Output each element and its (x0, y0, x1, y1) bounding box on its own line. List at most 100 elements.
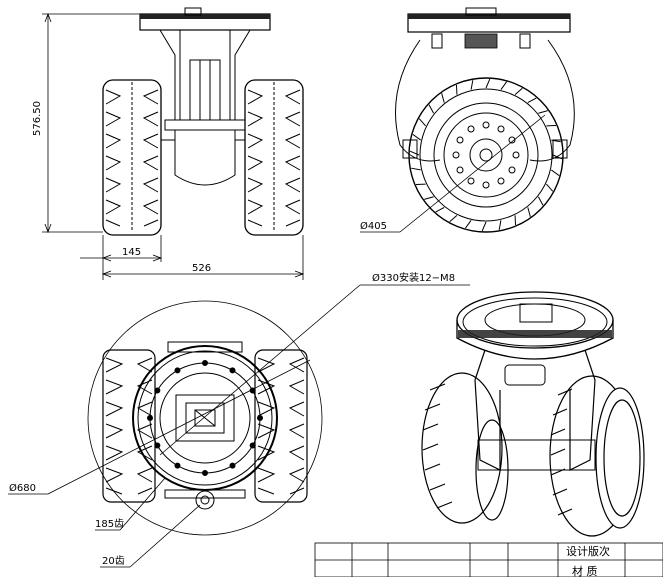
tread-lug (409, 150, 420, 156)
tread-lug (435, 206, 445, 213)
tread-lug (441, 93, 445, 103)
mount-bolt (257, 415, 263, 421)
iso-slewing-ring (456, 291, 614, 349)
top-frame-bar (167, 341, 243, 353)
mount-circle-label: Ø330安装12−M8 (372, 271, 455, 284)
side-hub-bolts (452, 121, 520, 189)
title-material: 材 质 (572, 564, 598, 577)
iso-motor (504, 364, 546, 386)
isometric-view (421, 291, 645, 537)
motor-block (189, 59, 221, 121)
side-hub-center (469, 138, 503, 172)
mount-bolt (229, 367, 236, 374)
yoke-center (179, 29, 231, 121)
bottom-frame-bar (164, 489, 246, 499)
hub-bolt (482, 121, 490, 129)
tread-lug (545, 183, 554, 192)
tire-width-label: 145 (122, 247, 141, 258)
tread-lug (485, 78, 491, 89)
hub-bolt (467, 177, 475, 185)
tread-lug (551, 169, 560, 176)
yoke (159, 29, 251, 120)
mount-bolt (202, 360, 208, 366)
tread-lug (428, 104, 435, 114)
tread-lug (538, 110, 548, 114)
hub-bolt (497, 125, 505, 133)
top-right-tire (254, 349, 308, 503)
side-tire-inner (419, 88, 553, 222)
iso-left-tire (421, 372, 509, 524)
hub-bolt (497, 177, 505, 185)
side-hub-flange (443, 112, 529, 198)
right-tire (244, 79, 304, 236)
hub-bolt (452, 151, 460, 159)
tread-lug (411, 167, 421, 171)
top-hub (184, 7, 202, 16)
gearbox-housing (174, 130, 236, 186)
tread-lug (527, 207, 531, 217)
wheel-diameter-label: Ø405 (360, 220, 387, 232)
tread-lug (481, 221, 487, 232)
mount-bolt (249, 442, 256, 449)
hub-bolt (456, 166, 464, 174)
mount-bolts (147, 360, 263, 476)
slewing-ring-teeth (140, 14, 270, 19)
mount-bolt (174, 367, 181, 374)
center-plate-inner (185, 402, 225, 434)
left-tire (102, 79, 162, 236)
center-plate (175, 394, 235, 442)
top-view (87, 300, 323, 536)
tread-lug (418, 118, 427, 127)
iso-axle (477, 439, 596, 471)
title-design-version: 设计版次 (566, 544, 610, 558)
tread-lug (498, 220, 502, 230)
outer-diameter-label: Ø680 (9, 482, 36, 494)
hub-bolt (456, 136, 464, 144)
tread-lug (470, 80, 474, 90)
side-tire-treads (409, 78, 563, 232)
gear-large-leader (95, 477, 166, 531)
hub-bolt (467, 125, 475, 133)
outer-envelope-circle (87, 300, 323, 536)
mount-bolt (202, 470, 208, 476)
side-view (395, 7, 575, 233)
wheel-diameter-leader (360, 114, 546, 233)
side-rim (433, 102, 539, 208)
pinion-gear (195, 490, 215, 510)
gear-small-label: 20齿 (102, 555, 125, 567)
tread-lug (465, 220, 472, 229)
tread-lug (424, 196, 434, 200)
tread-lug (552, 154, 563, 160)
side-tire-outer (408, 77, 564, 233)
outer-diameter-leader (8, 359, 311, 495)
tread-lug (551, 139, 561, 143)
height-dimension (42, 12, 140, 234)
width-dimensions (80, 235, 305, 280)
iso-yoke (474, 349, 596, 471)
mount-bolt (229, 462, 236, 469)
mount-bolt (154, 442, 161, 449)
iso-right-tire (549, 375, 645, 537)
mount-circle-leader (159, 284, 470, 456)
gear-large-label: 185齿 (95, 518, 124, 530)
top-left-tire (102, 349, 156, 503)
tread-lug (527, 97, 537, 104)
mount-tab-left (431, 33, 443, 49)
mount-bolt (147, 415, 153, 421)
hub-bolt (508, 136, 516, 144)
mount-bolt (174, 462, 181, 469)
title-block (314, 542, 663, 577)
tread-lug (449, 214, 458, 223)
tread-lug (412, 134, 421, 141)
overall-width-label: 526 (192, 263, 211, 274)
side-housing (395, 39, 575, 162)
gear-small-leader (100, 504, 201, 568)
hub-bolt (482, 181, 490, 189)
axle-housing (164, 119, 246, 131)
hub-bolt (508, 166, 516, 174)
hub-bolt (512, 151, 520, 159)
tread-lug (514, 87, 523, 96)
height-label: 576.50 (32, 101, 43, 136)
front-view (102, 7, 304, 236)
